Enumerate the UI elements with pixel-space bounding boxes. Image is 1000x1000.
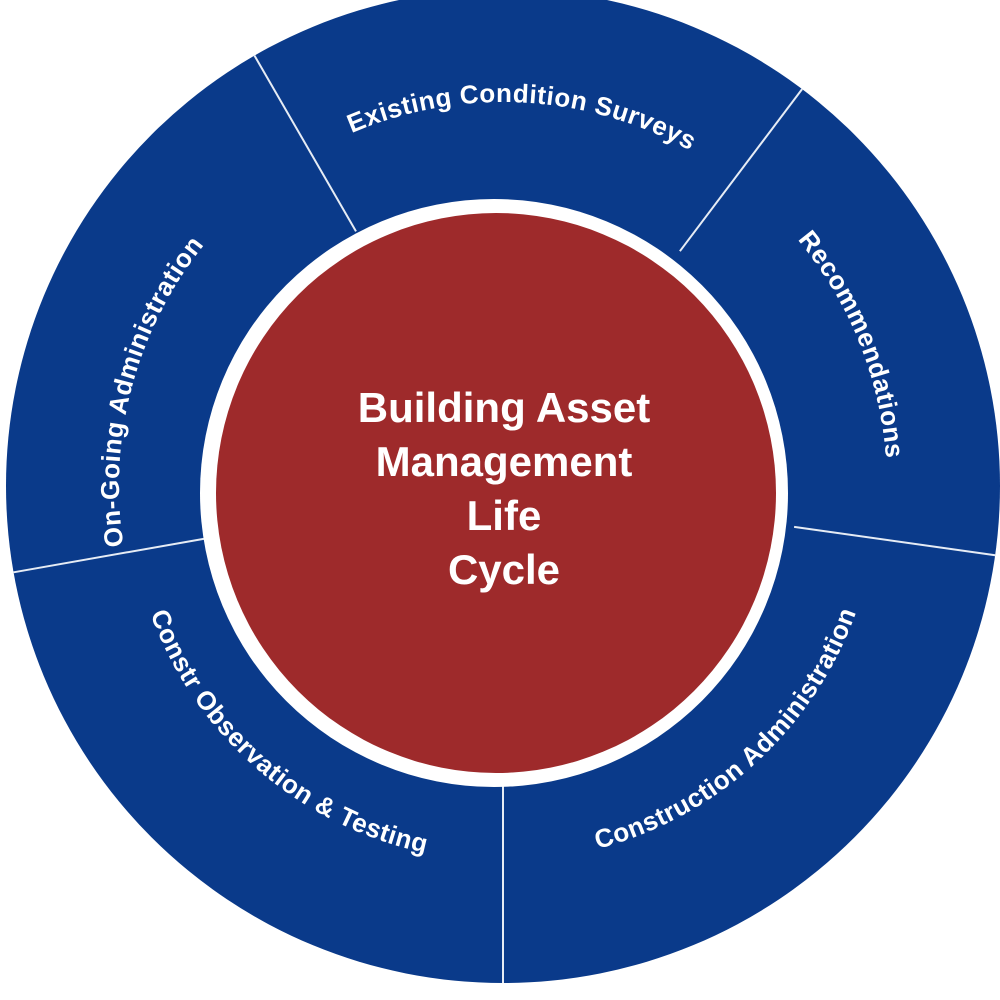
segment-divider <box>793 525 996 557</box>
segment-dividers <box>13 55 996 983</box>
center-title: Building Asset Management Life Cycle <box>358 384 650 593</box>
segment-divider <box>679 88 803 252</box>
segment-divider <box>13 536 214 574</box>
center-circle <box>216 213 776 773</box>
center-title-line-1: Building Asset <box>358 384 650 431</box>
center-title-line-2: Management <box>376 438 633 485</box>
segment-divider <box>253 55 357 232</box>
center-title-line-4: Cycle <box>448 546 560 593</box>
center-title-line-3: Life <box>467 492 542 539</box>
